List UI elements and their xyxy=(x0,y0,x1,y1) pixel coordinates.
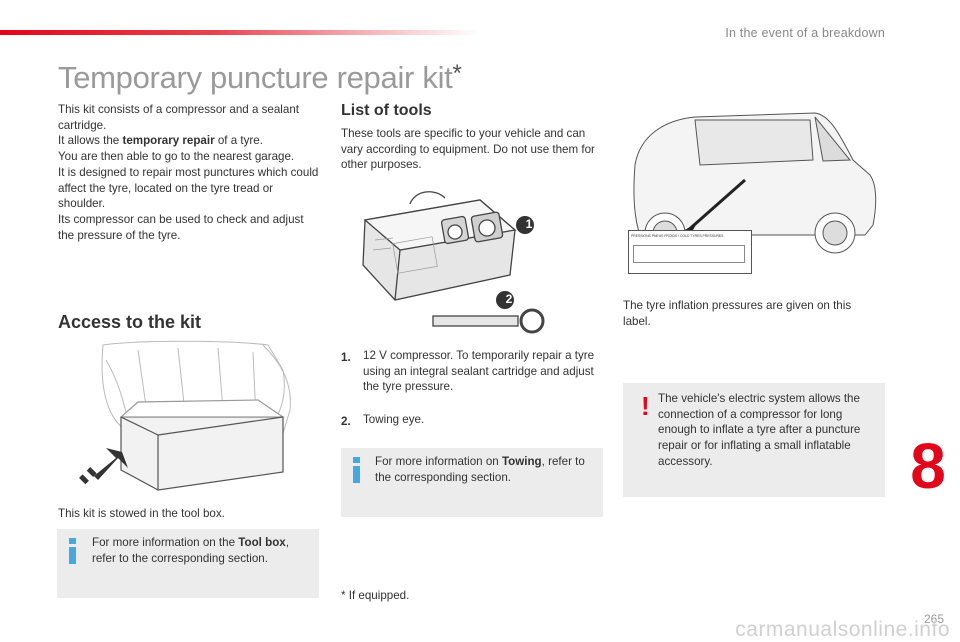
callout-2-marker xyxy=(496,291,514,309)
tyre-label-heading: PRESSIONS PNEUS FROIDS / COLD TYRES PRES… xyxy=(631,234,724,238)
list-item: 1. 12 V compressor. To temporarily repai… xyxy=(341,348,603,412)
intro-line: Its compressor can be used to check and … xyxy=(58,212,304,242)
electric-warning-box: ! The vehicle's electric system allows t… xyxy=(623,383,885,497)
tools-illustration xyxy=(362,191,545,334)
towing-info-text: For more information on Towing, refer to… xyxy=(375,455,585,484)
stowed-text: This kit is stowed in the tool box. xyxy=(58,507,225,520)
intro-line: You are then able to go to the nearest g… xyxy=(58,150,295,164)
intro-emphasis: temporary repair xyxy=(122,134,215,148)
towing-info-box: For more information on Towing, refer to… xyxy=(341,448,603,517)
header-accent-bar xyxy=(0,30,480,35)
tools-intro: These tools are specific to your vehicle… xyxy=(341,127,595,172)
toolbox-info-box: For more information on the Tool box, re… xyxy=(57,529,319,598)
callout-1-marker xyxy=(516,216,534,234)
callout-1-label: 1 xyxy=(525,217,533,231)
section-title: In the event of a breakdown xyxy=(725,26,885,40)
title-footnote-mark: * xyxy=(452,60,462,87)
watermark: carmanualsonline.info xyxy=(735,618,950,641)
tools-heading: List of tools xyxy=(341,102,432,119)
towing-link-text: Towing xyxy=(501,455,542,468)
list-item: 2. Towing eye. xyxy=(341,412,603,432)
list-item-text: 12 V compressor. To temporarily repair a… xyxy=(363,349,595,394)
page-number: 265 xyxy=(923,612,944,626)
footnote: * If equipped. xyxy=(341,589,410,602)
warning-text: The vehicle's electric system allows the… xyxy=(658,392,861,468)
intro-line: It allows the temporary repair of a tyre… xyxy=(58,134,263,148)
chapter-number: 8 xyxy=(910,430,946,502)
tools-list: 1. 12 V compressor. To temporarily repai… xyxy=(341,348,603,432)
info-icon xyxy=(68,538,77,568)
intro-line: It is designed to repair most punctures … xyxy=(58,165,319,211)
warning-icon: ! xyxy=(641,391,650,421)
page-title: Temporary puncture repair kit* xyxy=(58,60,462,96)
list-item-number: 2. xyxy=(341,415,351,428)
seat-toolbox-illustration xyxy=(79,340,291,491)
page-title-text: Temporary puncture repair kit xyxy=(58,60,453,95)
access-heading: Access to the kit xyxy=(58,312,202,332)
list-item-text: Towing eye. xyxy=(363,413,425,426)
tyre-label-table xyxy=(633,245,745,263)
callout-2-label: 2 xyxy=(505,292,513,306)
toolbox-info-text: For more information on the Tool box, re… xyxy=(92,536,289,565)
info-icon xyxy=(352,457,361,487)
toolbox-link-text: Tool box xyxy=(238,536,286,549)
pressure-text: The tyre inflation pressures are given o… xyxy=(623,299,852,328)
intro-text: This kit consists of a compressor and a … xyxy=(58,102,320,243)
intro-line: This kit consists of a compressor and a … xyxy=(58,103,300,132)
van-illustration xyxy=(633,112,877,254)
list-item-number: 1. xyxy=(341,351,351,364)
tyre-pressure-label: PRESSIONS PNEUS FROIDS / COLD TYRES PRES… xyxy=(628,230,752,274)
